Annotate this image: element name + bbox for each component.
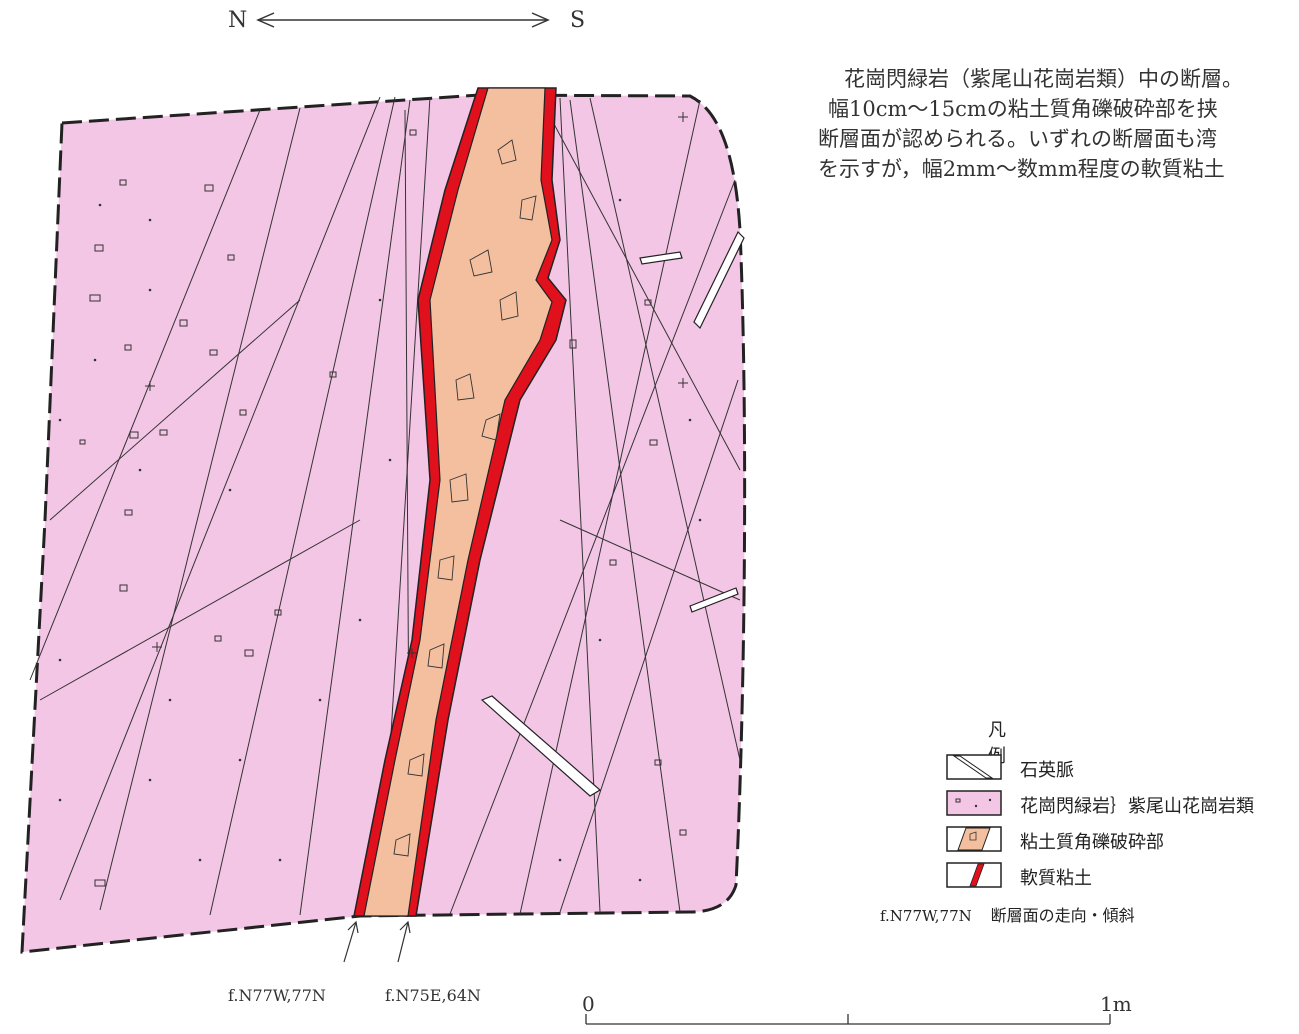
legend-label: 花崗閃緑岩｝紫尾山花崗岩類: [1020, 796, 1254, 817]
soft-clay-swatch: [946, 862, 1002, 888]
legend-fault-note: f.N77W,77N 断層面の走向・傾斜: [880, 902, 1135, 926]
scale-end-label: 1m: [1100, 992, 1132, 1016]
description-line: 断層面が認められる。いずれの断層面も湾: [818, 127, 1217, 151]
description-text: 花崗閃緑岩（紫尾山花崗岩類）中の断層。 幅10cm〜15cmの粘土質角礫破砕部を…: [818, 64, 1299, 184]
description-line: を示すが，幅2mm〜数mm程度の軟質粘土: [818, 157, 1225, 181]
south-label: S: [570, 8, 586, 33]
clay-breccia-band: [363, 87, 553, 917]
scale-bar: [585, 1014, 1111, 1025]
fault-label-n77w: f.N77W,77N: [228, 986, 326, 1005]
north-label: N: [228, 8, 248, 33]
legend-label: 石英脈: [1020, 760, 1074, 781]
legend-label: 軟質粘土: [1020, 868, 1092, 889]
granodiorite-swatch: [946, 790, 1002, 816]
quartz-vein-swatch: [946, 754, 1002, 780]
fault-symbol-example: f.N77W,77N: [880, 907, 972, 925]
description-line: 幅10cm〜15cmの粘土質角礫破砕部を挟: [828, 97, 1218, 121]
crystal-crosses: [145, 112, 688, 658]
grain-dots: [58, 198, 702, 882]
breccia-fragments: [393, 139, 537, 857]
orientation-arrow: [256, 12, 550, 28]
description-line: 花崗閃緑岩（紫尾山花崗岩類）中の断層。: [844, 67, 1243, 91]
mineral-speckles: [79, 129, 687, 887]
fault-label-n75e: f.N75E,64N: [385, 986, 481, 1005]
legend-label: 粘土質角礫破砕部: [1020, 832, 1164, 853]
fault-pointers: [343, 920, 411, 963]
scale-start-label: 0: [582, 992, 595, 1016]
fault-symbol-meaning: 断層面の走向・傾斜: [990, 906, 1135, 925]
joint-lines: [29, 96, 741, 916]
quartz-veins: [480, 230, 745, 797]
clay-breccia-swatch: [946, 826, 1002, 852]
